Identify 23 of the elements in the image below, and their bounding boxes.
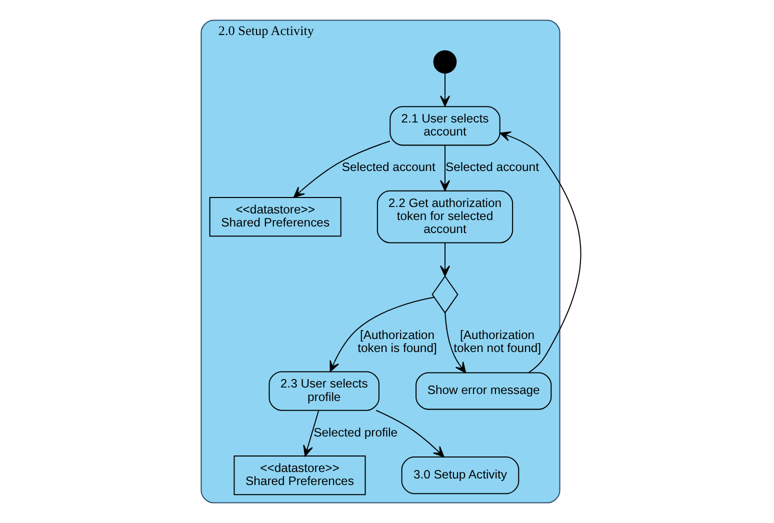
arrow [303,410,320,457]
arrow [440,73,450,107]
node-circle [433,50,457,74]
edge-label: Selected profile [314,425,398,440]
edge-label: Selected account [445,160,539,174]
node-diamond [432,275,458,314]
arrow [444,312,466,374]
arrow [330,296,434,372]
edge-label: Selected account [342,160,436,174]
arrow [440,145,450,192]
node-box: 2.3 User selects profile [268,371,380,411]
node-box: <<datastore>> Shared Preferences [209,197,342,237]
node-box: 2.1 User selects account [390,106,500,146]
arrow [376,410,444,458]
arrow [440,243,450,277]
node-box: 3.0 Setup Activity [401,456,520,494]
arrow [293,140,390,198]
edge-label: [Authorization token is found] [358,328,437,356]
node-box: <<datastore>> Shared Preferences [234,456,366,496]
node-box: Show error message [416,372,552,410]
node-box: 2.2 Get authorization token for selected account [376,190,514,244]
arrow [500,131,582,373]
edge-label: [Authorization token not found] [454,328,542,356]
